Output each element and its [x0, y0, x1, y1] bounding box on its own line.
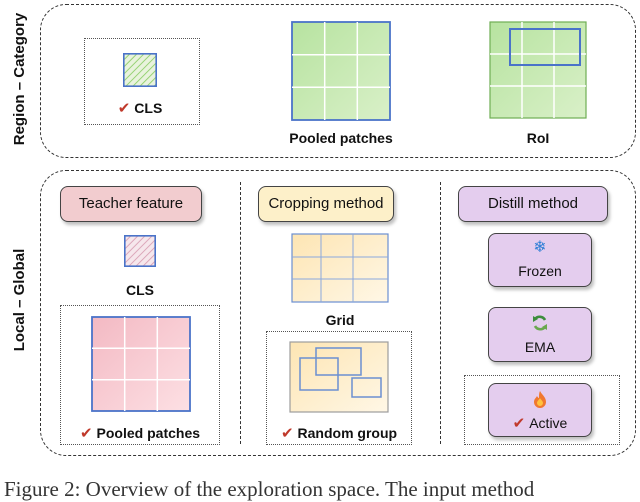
roi-grid — [489, 21, 587, 119]
frozen-option: ❄ Frozen — [488, 233, 592, 287]
roi-label: RoI — [526, 130, 550, 146]
active-label: ✔Active — [512, 415, 568, 432]
frozen-label: Frozen — [518, 263, 562, 279]
check-icon: ✔ — [280, 425, 294, 442]
local-global-panel — [40, 170, 636, 456]
pooled-patches-grid-top — [291, 21, 391, 121]
check-icon: ✔ — [117, 100, 131, 117]
cls-label-top: ✔CLS — [117, 100, 163, 117]
random-group-crop-diagram — [289, 341, 389, 413]
region-category-label: Region – Category — [11, 12, 28, 146]
grid-crop-diagram — [291, 233, 389, 303]
cropping-method-header: Cropping method — [258, 186, 394, 222]
local-global-label: Local – Global — [11, 248, 28, 352]
active-box — [464, 375, 620, 445]
cycle-arrows-icon — [489, 314, 591, 332]
cls-patch-top — [123, 53, 158, 88]
pooled-box-teacher — [60, 305, 220, 445]
random-group-label: ✔Random group — [280, 425, 398, 442]
crop-region — [315, 347, 362, 376]
region-category-panel — [40, 4, 636, 158]
ema-option: EMA — [488, 307, 592, 362]
pooled-patches-label-top: Pooled patches — [289, 130, 393, 146]
check-icon: ✔ — [79, 425, 93, 442]
roi-box — [509, 28, 581, 66]
column-divider-2 — [440, 182, 441, 444]
pooled-patches-label-teacher: ✔Pooled patches — [79, 425, 201, 442]
grid-label: Grid — [325, 312, 355, 328]
crop-region — [351, 377, 382, 398]
random-group-box — [266, 331, 412, 445]
active-option: ✔Active — [488, 383, 592, 437]
figure-caption: Figure 2: Overview of the exploration sp… — [4, 477, 535, 501]
ema-label: EMA — [524, 339, 556, 355]
crop-region — [299, 357, 339, 391]
teacher-feature-header: Teacher feature — [60, 186, 202, 222]
distill-method-header: Distill method — [458, 186, 608, 222]
cls-label-teacher: CLS — [126, 282, 154, 298]
fire-icon — [489, 390, 591, 408]
pooled-patches-grid-teacher — [91, 316, 191, 412]
check-icon: ✔ — [512, 415, 526, 432]
cls-patch-teacher — [124, 235, 156, 267]
snowflake-icon: ❄ — [533, 239, 547, 256]
column-divider-1 — [240, 182, 241, 444]
cls-box-top — [84, 38, 200, 125]
